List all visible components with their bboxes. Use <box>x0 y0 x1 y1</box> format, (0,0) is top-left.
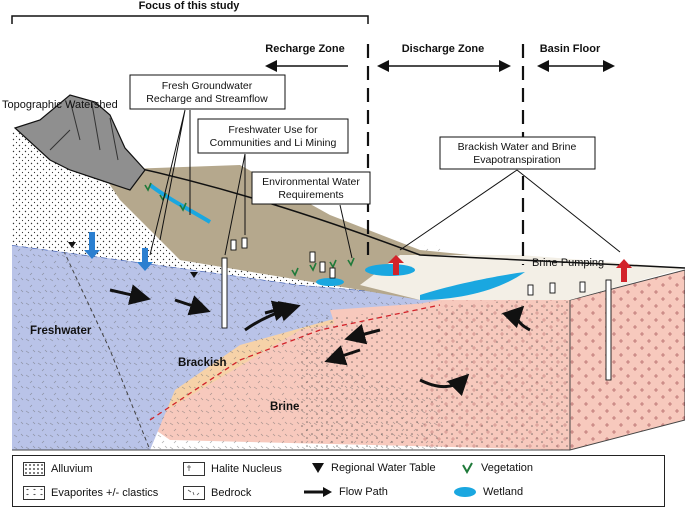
focus-title: Focus of this study <box>139 0 241 12</box>
flow-path-icon <box>304 487 332 497</box>
bedrock-swatch <box>183 486 205 500</box>
alluvium-swatch <box>23 462 45 476</box>
legend-vegetation-label: Vegetation <box>481 462 533 474</box>
callouts: Fresh Groundwater Recharge and Streamflo… <box>129 74 621 259</box>
halite-swatch <box>183 462 205 476</box>
freshwater-use-callout: Freshwater Use for Communities and Li Mi… <box>197 118 349 256</box>
fresh-groundwater-line2: Recharge and Streamflow <box>146 93 268 105</box>
legend-water-table: Regional Water Table <box>311 462 436 474</box>
legend-water-table-label: Regional Water Table <box>331 462 436 474</box>
recharge-zone-label: Recharge Zone <box>265 43 344 55</box>
brackish-zone-label: Brackish <box>178 357 227 369</box>
water-table-icon <box>312 463 324 473</box>
water-table-markers <box>68 242 198 278</box>
legend-evaporites: Evaporites +/- clastics <box>23 486 158 500</box>
brackish-water-line1: Brackish Water and Brine <box>458 141 577 153</box>
freshwater-use-line2: Communities and Li Mining <box>210 137 337 149</box>
fresh-groundwater-line1: Fresh Groundwater <box>162 80 253 92</box>
legend-evaporites-label: Evaporites +/- clastics <box>51 487 159 499</box>
evaporites-swatch <box>23 486 45 500</box>
zone-headers: Recharge Zone Discharge Zone Basin Floor <box>265 43 615 72</box>
legend-halite: Halite Nucleus <box>183 462 282 476</box>
basin-floor-label: Basin Floor <box>540 43 601 55</box>
legend-halite-label: Halite Nucleus <box>211 463 282 475</box>
legend-wetland-label: Wetland <box>483 486 524 498</box>
legend-bedrock: Bedrock <box>183 486 251 500</box>
legend-wetland: Wetland <box>453 486 523 498</box>
freshwater-zone-label: Freshwater <box>30 325 92 337</box>
environmental-water-line1: Environmental Water <box>262 176 360 188</box>
focus-bracket: Focus of this study <box>11 0 369 24</box>
brackish-water-line2: Evapotranspiration <box>473 154 561 166</box>
wetlands <box>148 183 525 300</box>
flow-paths <box>109 284 531 397</box>
legend-flow-path-label: Flow Path <box>339 486 388 498</box>
recharge-arrows <box>84 232 153 271</box>
brackish-water-callout: Brackish Water and Brine Evapotranspirat… <box>399 136 621 253</box>
mountain <box>13 94 146 191</box>
vegetation <box>144 182 355 277</box>
evapotranspiration-arrows <box>388 255 632 282</box>
environmental-water-line2: Requirements <box>278 189 343 201</box>
brine-zone-label: Brine <box>270 401 299 413</box>
legend-alluvium: Alluvium <box>23 462 93 476</box>
vegetation-icon <box>462 462 473 474</box>
legend-flow-path: Flow Path <box>303 486 388 498</box>
fresh-groundwater-callout: Fresh Groundwater Recharge and Streamflo… <box>129 74 286 256</box>
legend-alluvium-label: Alluvium <box>51 463 93 475</box>
freshwater-use-line1: Freshwater Use for <box>228 124 318 136</box>
wells <box>221 237 612 381</box>
topographic-watershed-label: Topographic Watershed <box>2 99 118 111</box>
discharge-zone-label: Discharge Zone <box>402 43 485 55</box>
wetland-icon <box>454 487 476 497</box>
legend: Alluvium Evaporites +/- clastics Halite … <box>12 455 665 507</box>
brine-pumping-label: Brine Pumping <box>532 257 604 269</box>
legend-bedrock-label: Bedrock <box>211 487 252 499</box>
environmental-water-callout: Environmental Water Requirements <box>251 171 371 259</box>
legend-vegetation: Vegetation <box>461 462 533 474</box>
